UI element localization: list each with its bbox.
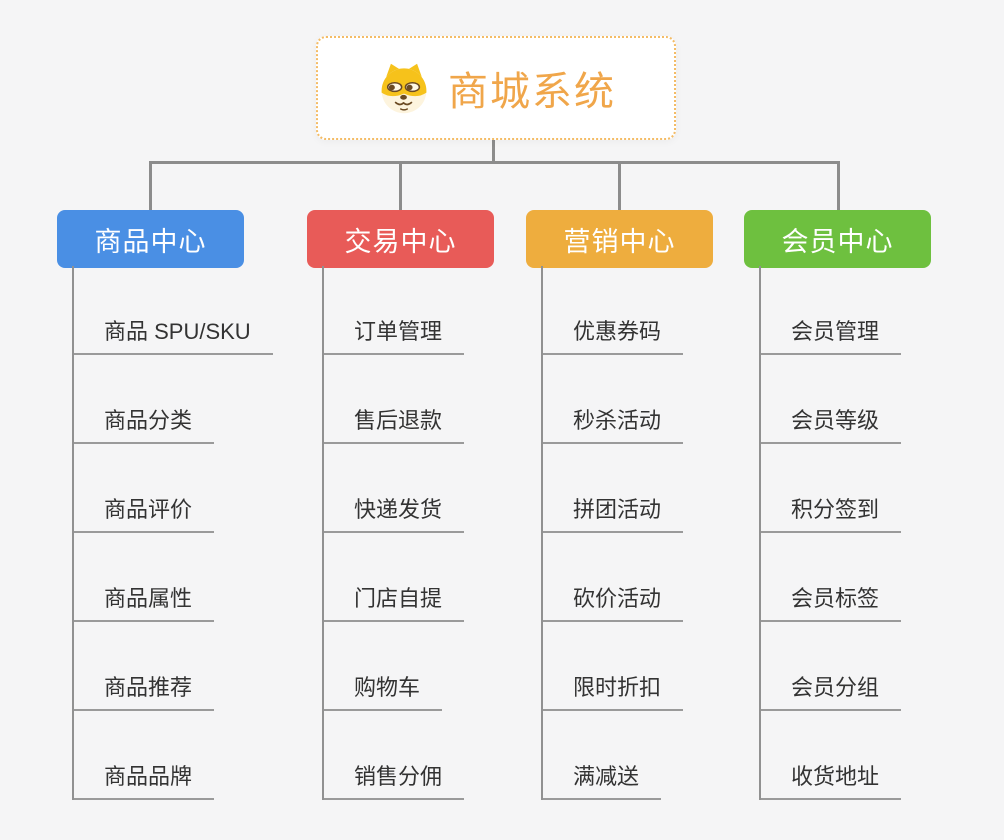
list-item[interactable]: 售后退款 — [324, 355, 465, 444]
item-label[interactable]: 售后退款 — [324, 408, 465, 444]
item-label[interactable]: 会员管理 — [761, 319, 902, 355]
list-item[interactable]: 拼团活动 — [543, 444, 684, 533]
item-label[interactable]: 拼团活动 — [543, 497, 684, 533]
item-label[interactable]: 砍价活动 — [543, 586, 684, 622]
item-label[interactable]: 优惠券码 — [543, 319, 684, 355]
list-item[interactable]: 砍价活动 — [543, 533, 684, 622]
item-label[interactable]: 销售分佣 — [324, 764, 465, 800]
list-item[interactable]: 会员等级 — [761, 355, 902, 444]
branch-items-member-center: 会员管理 会员等级 积分签到 会员标签 会员分组 收货地址 — [759, 266, 902, 800]
list-item[interactable]: 收货地址 — [761, 711, 902, 800]
list-item[interactable]: 会员管理 — [761, 266, 902, 355]
list-item[interactable]: 快递发货 — [324, 444, 465, 533]
list-item[interactable]: 商品分类 — [74, 355, 215, 444]
item-label[interactable]: 会员标签 — [761, 586, 902, 622]
list-item[interactable]: 秒杀活动 — [543, 355, 684, 444]
list-item[interactable]: 会员分组 — [761, 622, 902, 711]
branch-drop-line — [618, 161, 621, 211]
branch-items-product-center: 商品 SPU/SKU 商品分类 商品评价 商品属性 商品推荐 商品品牌 — [72, 266, 273, 800]
root-node[interactable]: 商城系统 — [316, 36, 676, 140]
item-label[interactable]: 商品推荐 — [74, 675, 215, 711]
item-label[interactable]: 限时折扣 — [543, 675, 684, 711]
item-label[interactable]: 商品 SPU/SKU — [74, 319, 273, 355]
item-label[interactable]: 积分签到 — [761, 497, 902, 533]
branch-drop-line — [149, 161, 152, 211]
list-item[interactable]: 会员标签 — [761, 533, 902, 622]
root-connector-line — [492, 140, 495, 164]
branch-node-product-center[interactable]: 商品中心 — [57, 210, 244, 268]
branch-bus-line — [149, 161, 839, 164]
item-label[interactable]: 会员等级 — [761, 408, 902, 444]
branch-node-trade-center[interactable]: 交易中心 — [307, 210, 494, 268]
list-item[interactable]: 商品推荐 — [74, 622, 215, 711]
list-item[interactable]: 商品 SPU/SKU — [74, 266, 273, 355]
list-item[interactable]: 购物车 — [324, 622, 443, 711]
item-label[interactable]: 商品属性 — [74, 586, 215, 622]
list-item[interactable]: 门店自提 — [324, 533, 465, 622]
branch-drop-line — [399, 161, 402, 211]
item-label[interactable]: 门店自提 — [324, 586, 465, 622]
item-label[interactable]: 购物车 — [324, 675, 443, 711]
list-item[interactable]: 商品属性 — [74, 533, 215, 622]
item-label[interactable]: 订单管理 — [324, 319, 465, 355]
branch-node-marketing-center[interactable]: 营销中心 — [526, 210, 713, 268]
list-item[interactable]: 订单管理 — [324, 266, 465, 355]
list-item[interactable]: 销售分佣 — [324, 711, 465, 800]
dog-face-icon — [381, 63, 427, 114]
item-label[interactable]: 快递发货 — [324, 497, 465, 533]
item-label[interactable]: 秒杀活动 — [543, 408, 684, 444]
item-label[interactable]: 收货地址 — [761, 764, 902, 800]
item-label[interactable]: 商品分类 — [74, 408, 215, 444]
list-item[interactable]: 限时折扣 — [543, 622, 684, 711]
item-label[interactable]: 会员分组 — [761, 675, 902, 711]
list-item[interactable]: 积分签到 — [761, 444, 902, 533]
branch-items-trade-center: 订单管理 售后退款 快递发货 门店自提 购物车 销售分佣 — [322, 266, 465, 800]
branch-drop-line — [837, 161, 840, 211]
item-label[interactable]: 商品品牌 — [74, 764, 215, 800]
list-item[interactable]: 优惠券码 — [543, 266, 684, 355]
list-item[interactable]: 商品评价 — [74, 444, 215, 533]
branch-node-member-center[interactable]: 会员中心 — [744, 210, 931, 268]
item-label[interactable]: 满减送 — [543, 764, 662, 800]
branch-items-marketing-center: 优惠券码 秒杀活动 拼团活动 砍价活动 限时折扣 满减送 — [541, 266, 684, 800]
list-item[interactable]: 商品品牌 — [74, 711, 215, 800]
list-item[interactable]: 满减送 — [543, 711, 662, 800]
root-node-title: 商城系统 — [448, 70, 616, 114]
item-label[interactable]: 商品评价 — [74, 497, 215, 533]
